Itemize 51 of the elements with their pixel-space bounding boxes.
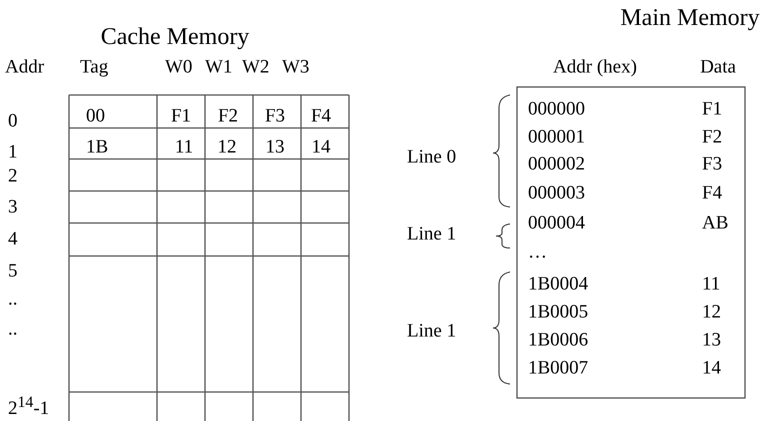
- word-value: 11: [174, 138, 194, 158]
- word-value: F3: [264, 106, 286, 128]
- word-value: F4: [310, 106, 332, 128]
- ellipsis-mark: ..: [8, 290, 18, 310]
- ellipsis-mark: …: [528, 242, 547, 264]
- row-address: 3: [8, 198, 18, 218]
- word-value: 14: [312, 138, 330, 158]
- row-address: 2$^{14}$-1: [8, 394, 50, 420]
- column-header: W1: [205, 58, 232, 78]
- tag-value: 1B: [86, 138, 108, 158]
- column-header: Addr: [5, 58, 44, 78]
- word-value: F1: [170, 106, 192, 128]
- address-value: 000003: [528, 184, 585, 204]
- tag-value: 00: [86, 106, 105, 128]
- address-value: 1B0005: [528, 302, 588, 324]
- column-header: Data: [700, 58, 736, 78]
- data-value: AB: [702, 214, 728, 234]
- line-label: Line 0: [407, 148, 456, 168]
- row-address: 5: [8, 262, 18, 282]
- row-address: 1: [8, 142, 18, 164]
- row-address: 2: [8, 166, 18, 188]
- column-header: W3: [282, 58, 310, 78]
- address-value: 1B0004: [528, 274, 588, 296]
- data-value: F2: [702, 128, 722, 148]
- memory-heading: Main Memory: [620, 4, 760, 32]
- data-value: 13: [702, 330, 721, 352]
- address-value: 000004: [528, 214, 585, 234]
- row-address: 4: [8, 230, 18, 250]
- word-value: 12: [218, 138, 236, 158]
- data-value: 14: [702, 358, 721, 380]
- word-value: 13: [266, 138, 284, 158]
- column-header: Addr (hex): [553, 58, 637, 78]
- data-value: 12: [702, 302, 721, 324]
- address-value: 000000: [528, 100, 585, 120]
- address-value: 000002: [528, 154, 585, 176]
- column-header: Tag: [80, 58, 108, 78]
- line-label: Line 1: [407, 224, 456, 246]
- address-value: 1B0006: [528, 330, 588, 352]
- row-address: 0: [8, 112, 18, 132]
- column-header: W0: [165, 58, 192, 78]
- data-value: 11: [702, 274, 720, 296]
- memory-heading: Cache Memory: [100, 24, 250, 50]
- word-value: F2: [218, 106, 238, 128]
- column-header: W2: [242, 58, 270, 78]
- data-value: F4: [702, 184, 722, 204]
- data-value: F1: [702, 100, 722, 120]
- data-value: F3: [702, 154, 722, 176]
- address-value: 1B0007: [528, 358, 588, 380]
- address-value: 000001: [528, 128, 585, 148]
- ellipsis-mark: ..: [8, 320, 18, 340]
- line-label: Line 1: [407, 322, 456, 342]
